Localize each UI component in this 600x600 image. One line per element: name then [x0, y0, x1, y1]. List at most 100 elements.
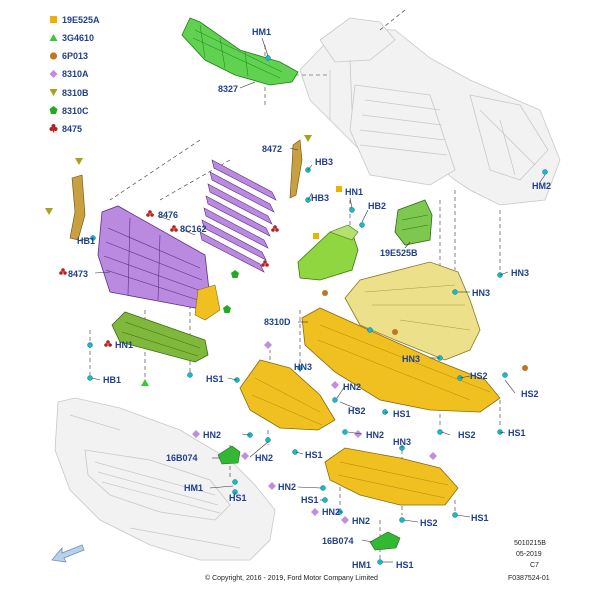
label-19e525b: 19E525B: [380, 248, 418, 258]
legend-item-8310c: 8310C: [49, 106, 89, 116]
part-8327-cowl-cover: [181, 17, 299, 86]
legend-square-icon: [50, 16, 57, 23]
figure-id: F0387524-01: [508, 575, 550, 582]
legend-item-3g4610: 3G4610: [49, 33, 94, 43]
label-hn2-g: HN2: [352, 516, 370, 526]
label-hm2: HM2: [532, 181, 551, 191]
label-hs1-d: HS1: [305, 450, 323, 460]
marker-8310b-icon: [75, 158, 83, 165]
marker-8310a-icon: [331, 381, 339, 389]
diagram-markers: [45, 135, 528, 524]
marker-19e525a-icon: [313, 233, 319, 239]
front-bumper-cover: [54, 397, 276, 561]
part-16b074-lower: [369, 531, 401, 551]
label-hm1-top: HM1: [252, 27, 271, 37]
marker-8310c-icon: [231, 270, 239, 278]
legend-triangle-icon: [49, 34, 58, 41]
legend-circle-icon: [49, 52, 58, 60]
part-left-splash-shield: [239, 359, 336, 431]
label-16b074-a: 16B074: [166, 453, 198, 463]
part-center-bracket: [194, 284, 221, 321]
label-8310d: 8310D: [264, 317, 291, 327]
legend-code: 8310B: [62, 88, 89, 98]
marker-6p013-icon: [522, 365, 528, 371]
legend-triangle-down-icon: [49, 89, 58, 96]
part-lower-air-deflector: [111, 311, 209, 363]
marker-8475-icon: [59, 268, 67, 275]
front-direction-arrow-icon: [51, 544, 85, 563]
label-hn3-a: HN3: [511, 268, 529, 278]
marker-19e525a-icon: [336, 186, 342, 192]
marker-8310a-icon: [241, 452, 249, 460]
callout-labels: HM1 8327 8472 HB3 HB3 HM2 HN1 HB2 19E525…: [68, 27, 551, 570]
label-hs2-a: HS2: [470, 371, 488, 381]
label-hn2-a: HN2: [343, 382, 361, 392]
label-8476: 8476: [158, 210, 178, 220]
label-hn2-e: HN2: [278, 482, 296, 492]
part-lower-splash-shield: [324, 447, 459, 506]
legend-code: 8310A: [62, 69, 89, 79]
marker-8310b-icon: [45, 208, 53, 215]
marker-8310a-icon: [192, 430, 200, 438]
marker-8310a-icon: [264, 341, 272, 349]
marker-8475-icon: [104, 340, 112, 347]
legend-item-8475: 8475: [49, 124, 82, 134]
label-hs2-c: HS2: [348, 406, 366, 416]
legend-item-8310b: 8310B: [49, 88, 89, 98]
legend-code: 6P013: [62, 51, 88, 61]
label-hb1-b: HB1: [103, 375, 121, 385]
copyright: © Copyright, 2016 - 2019, Ford Motor Com…: [205, 574, 378, 582]
marker-8310a-icon: [429, 452, 437, 460]
label-hm1-mid: HM1: [184, 483, 203, 493]
legend-code: 3G4610: [62, 33, 94, 43]
marker-6p013-icon: [322, 290, 328, 296]
legend-item-19e525a: 19E525A: [50, 15, 100, 25]
label-hn3-c: HN3: [402, 354, 420, 364]
doc-date: 05-2019: [516, 551, 542, 558]
marker-8310c-icon: [223, 305, 231, 313]
legend-code: 19E525A: [62, 15, 100, 25]
label-hs1-a: HS1: [206, 374, 224, 384]
part-8473-grille-shutter: [97, 205, 211, 309]
label-hn1-top: HN1: [345, 187, 363, 197]
label-hn3-b: HN3: [472, 288, 490, 298]
footer: 5010215B 05-2019 C7 F0387524-01 © Copyri…: [205, 540, 550, 582]
legend-item-8310a: 8310A: [49, 69, 89, 79]
marker-8475-icon: [146, 210, 154, 217]
label-8472: 8472: [262, 144, 282, 154]
label-8473: 8473: [68, 269, 88, 279]
label-hm1-bot: HM1: [352, 560, 371, 570]
label-hs1-g: HS1: [471, 513, 489, 523]
label-hs2-e: HS2: [420, 518, 438, 528]
label-hn1-mid: HN1: [115, 340, 133, 350]
label-8c162: 8C162: [180, 224, 207, 234]
legend-code: 8310C: [62, 106, 89, 116]
marker-6p013-icon: [392, 329, 398, 335]
marker-8310b-icon: [304, 135, 312, 142]
part-8472-bracket: [289, 139, 303, 199]
legend: 19E525A 3G4610 6P013 8310A 8310B 8310C: [49, 15, 100, 134]
part-upper-splash-shield: [344, 261, 481, 361]
vehicle-front-structure: [299, 17, 561, 206]
legend-code: 8475: [62, 124, 82, 134]
label-hs1-h: HS1: [396, 560, 414, 570]
label-hs1-e: HS1: [229, 493, 247, 503]
legend-pentagon-icon: [49, 106, 58, 114]
marker-3g4610-icon: [141, 379, 149, 386]
doc-id: 5010215B: [514, 540, 546, 547]
part-8476-shutter-vanes: [199, 159, 277, 273]
label-8327: 8327: [218, 84, 238, 94]
label-hn2-b: HN2: [203, 430, 221, 440]
part-16b074-upper: [217, 445, 241, 465]
marker-8475-icon: [271, 225, 279, 232]
marker-8310a-icon: [268, 482, 276, 490]
label-16b074-b: 16B074: [322, 536, 354, 546]
marker-8475-icon: [170, 225, 178, 232]
label-hn2-c: HN2: [366, 430, 384, 440]
label-hs1-c: HS1: [508, 428, 526, 438]
marker-8310a-icon: [341, 516, 349, 524]
marker-8310a-icon: [311, 508, 319, 516]
label-hs1-b: HS1: [393, 409, 411, 419]
doc-revision: C7: [530, 562, 539, 569]
marker-8310a-icon: [354, 430, 362, 438]
